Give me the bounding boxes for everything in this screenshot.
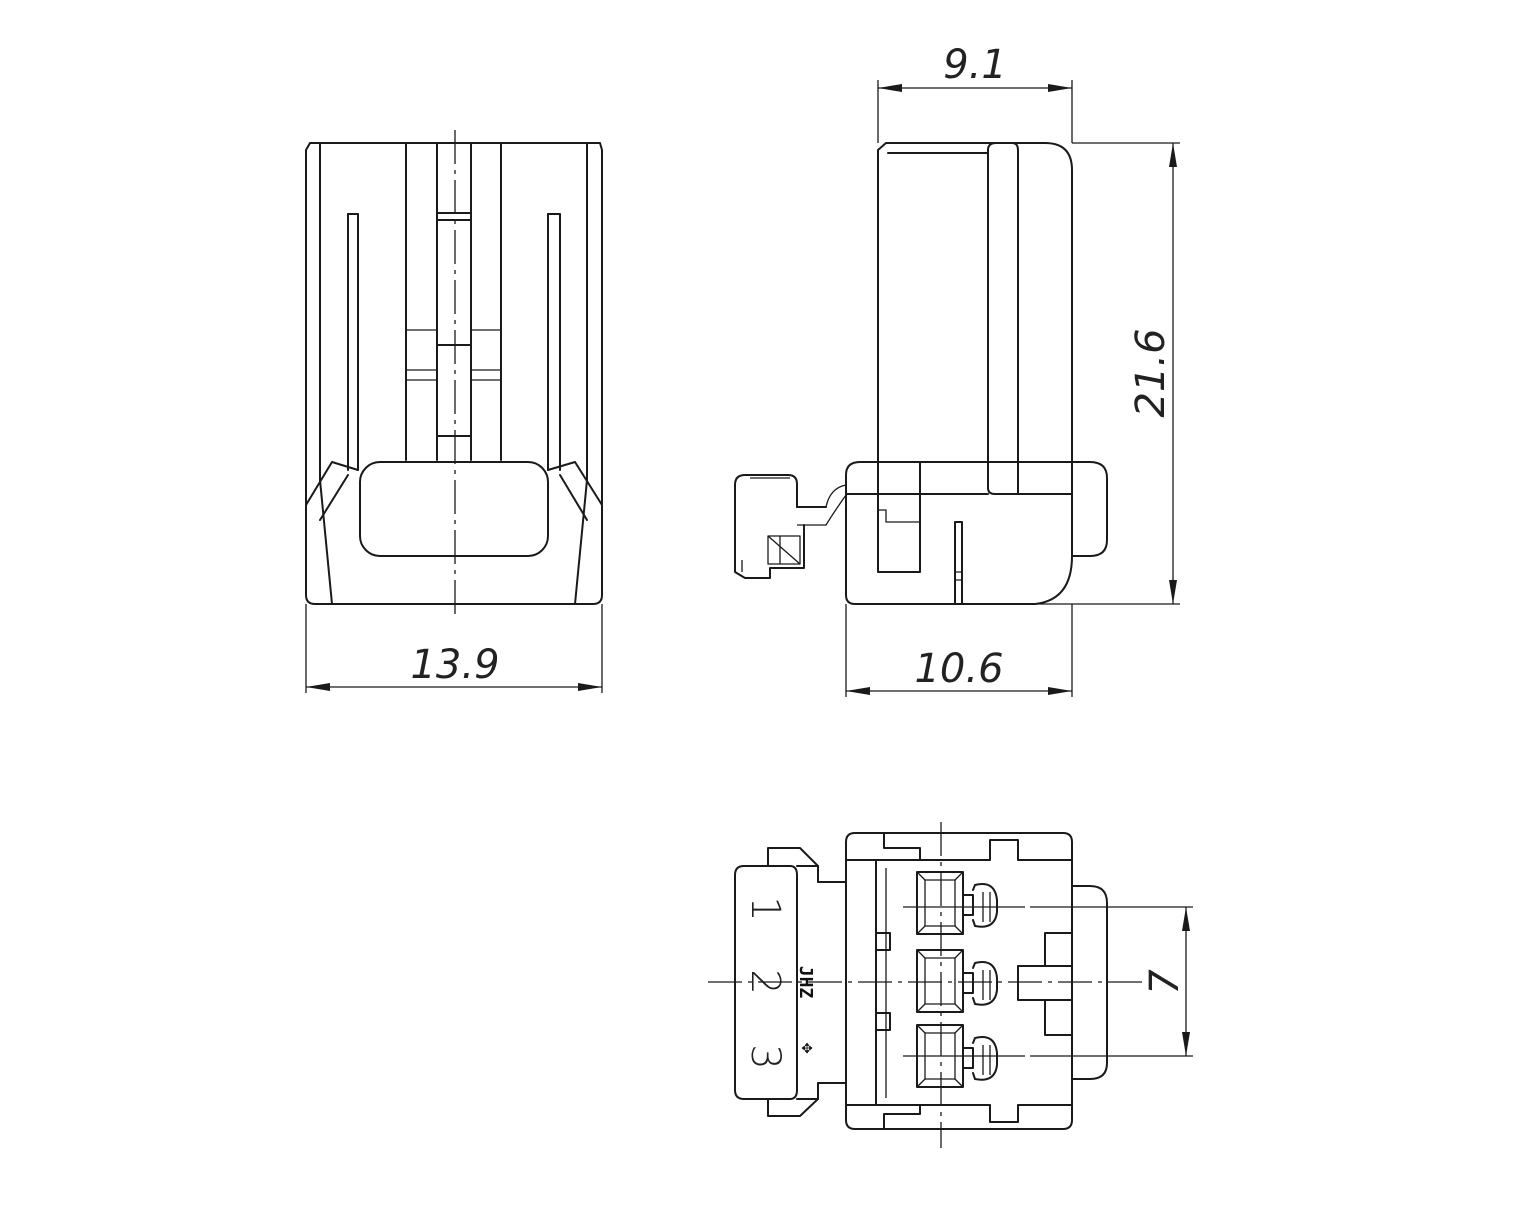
pitch-dimension: 7 [1030, 906, 1193, 1057]
side-height-dimension: 21.6 [1035, 142, 1180, 605]
side-top-dimension: 9.1 [877, 42, 1073, 143]
side-view [734, 142, 1108, 605]
brand-marking: JHZ [795, 966, 816, 999]
mating-face-view: 1 2 3 JHZ ✥ [708, 822, 1148, 1148]
side-height-label: 21.6 [1128, 328, 1174, 417]
side-top-width-label: 9.1 [943, 42, 1007, 88]
pitch-label: 7 [1142, 969, 1188, 995]
pin-label-3: 3 [742, 1044, 788, 1069]
pin-label-1: 1 [742, 896, 788, 921]
side-bottom-width-label: 10.6 [914, 646, 1003, 692]
side-bottom-dimension: 10.6 [845, 604, 1073, 697]
polarity-symbol: ✥ [802, 1037, 813, 1058]
terminal-cavity-1 [916, 871, 998, 935]
front-view [305, 130, 603, 620]
terminal-cavity-3 [916, 1024, 998, 1088]
front-width-dimension: 13.9 [305, 604, 603, 693]
terminal-cavity-2 [916, 949, 998, 1013]
front-width-label: 13.9 [410, 642, 499, 688]
